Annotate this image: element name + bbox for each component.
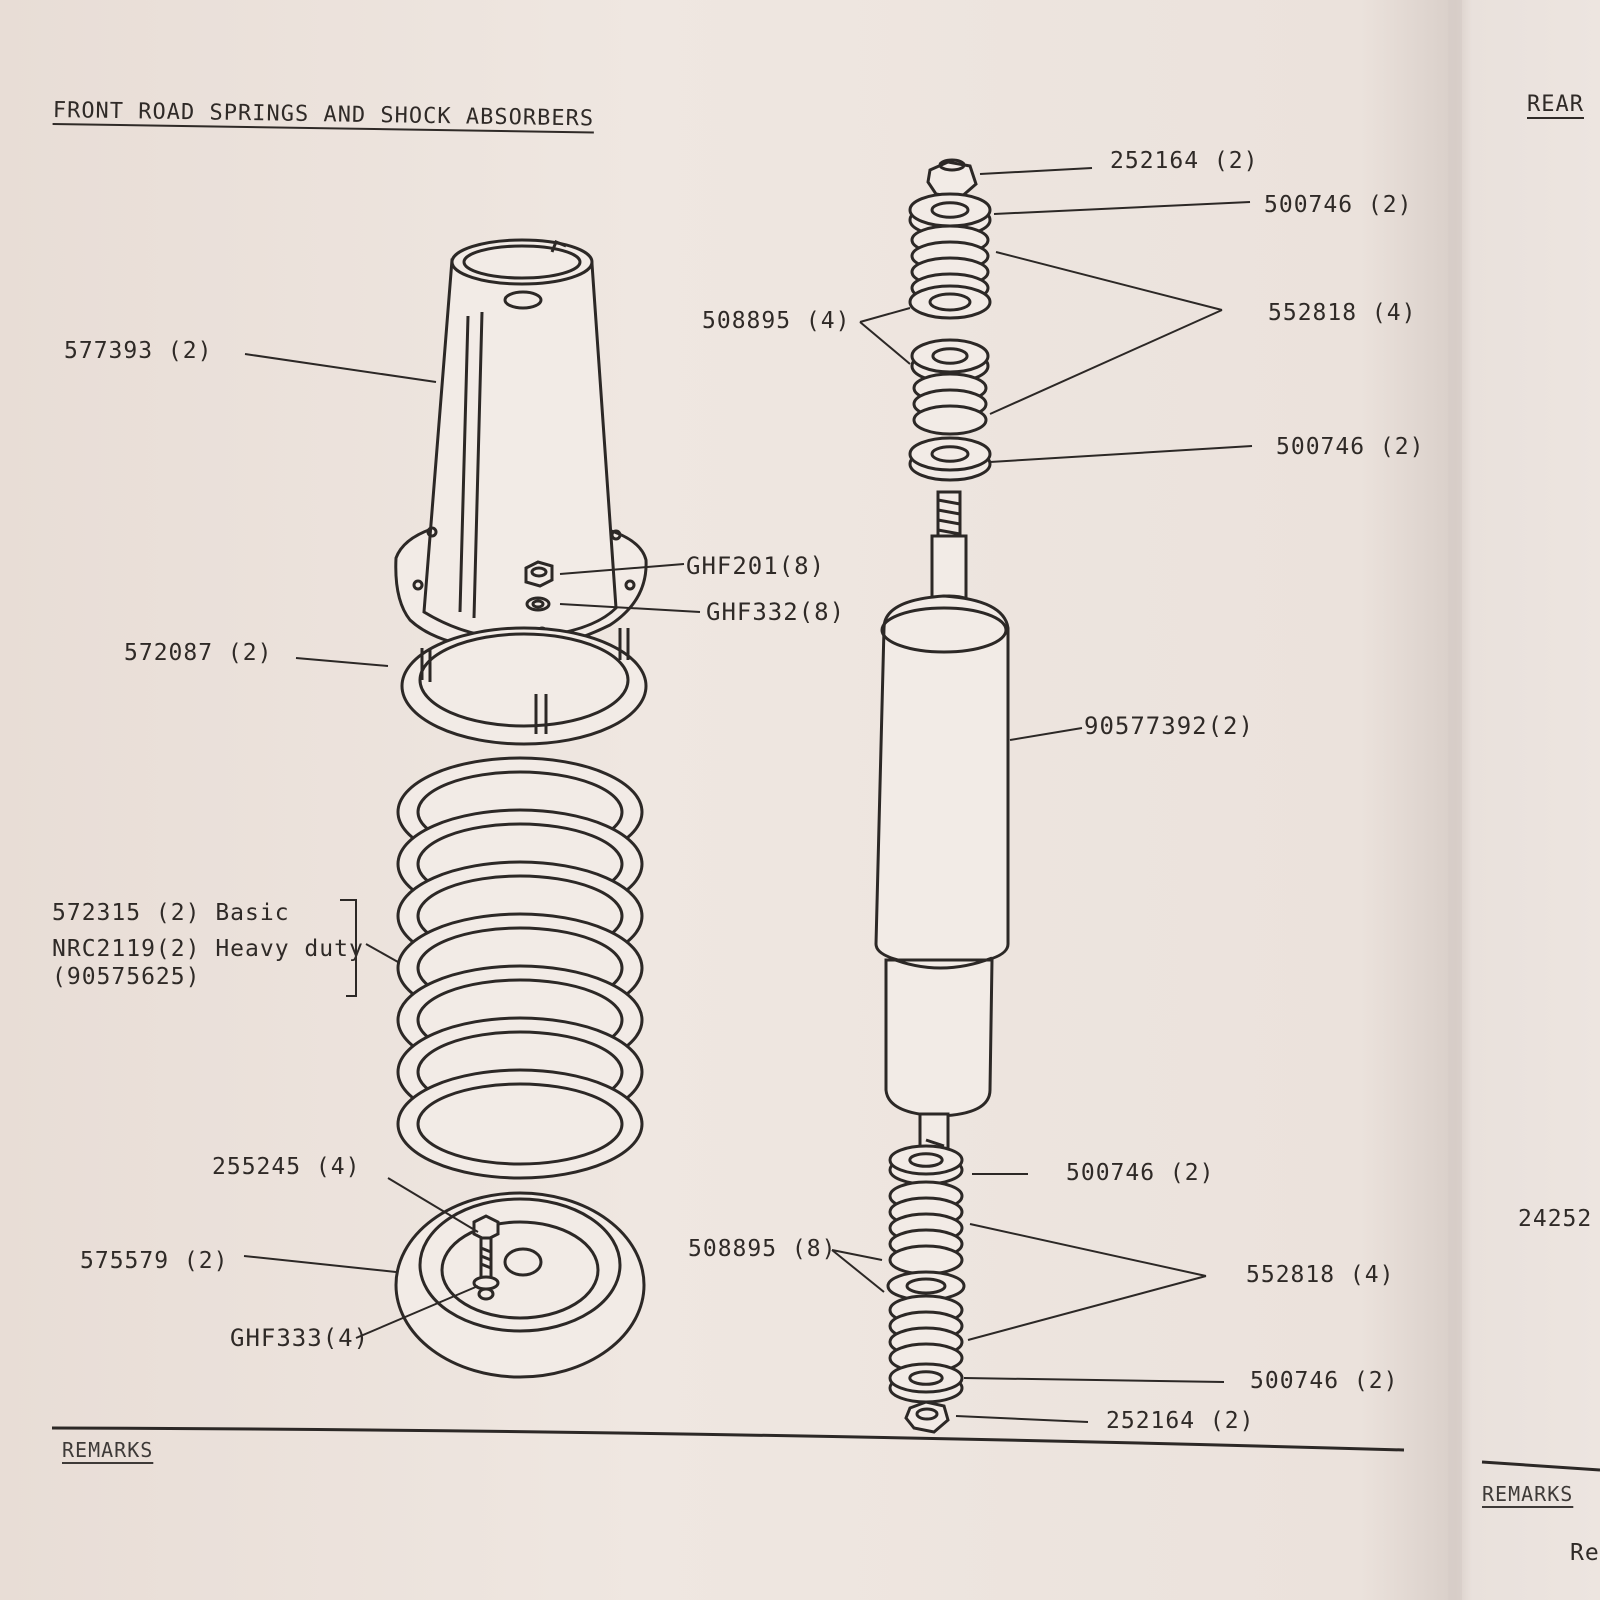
washer-ghf332	[525, 596, 551, 612]
spring-coil	[396, 1068, 644, 1180]
plain-washer	[908, 284, 992, 320]
label-500746-bottom-1: 500746 (2)	[1066, 1160, 1215, 1186]
label-500746-bottom-2: 500746 (2)	[1250, 1368, 1399, 1394]
cup-washer-hole	[930, 445, 970, 463]
page-fold	[1448, 0, 1462, 1600]
bolt-255245	[472, 1214, 500, 1282]
label-255245: 255245 (4)	[212, 1154, 361, 1180]
leader-lines	[243, 167, 1253, 1423]
label-552818-bottom: 552818 (4)	[1246, 1262, 1395, 1288]
nut-ghf201	[524, 560, 554, 588]
label-575579: 575579 (2)	[80, 1248, 229, 1274]
top-nut-252164	[926, 158, 978, 200]
label-90577392: 90577392(2)	[1084, 712, 1254, 740]
label-508895-top: 508895 (4)	[702, 308, 851, 334]
top-bush-stack	[908, 192, 992, 482]
label-552818-top: 552818 (4)	[1268, 300, 1417, 326]
label-ghf201: GHF201(8)	[686, 552, 826, 580]
spring-coil-inner	[416, 1082, 624, 1166]
gasket-part	[400, 626, 648, 746]
label-508895-bottom: 508895 (8)	[688, 1236, 837, 1262]
next-page-rule	[1481, 1460, 1600, 1472]
label-500746-top-2: 500746 (2)	[1276, 434, 1425, 460]
label-252164-top: 252164 (2)	[1110, 148, 1259, 174]
label-252164-bottom: 252164 (2)	[1106, 1408, 1255, 1434]
label-572315: 572315 (2) Basic	[52, 900, 290, 926]
plain-washer-hole	[928, 292, 972, 312]
cup-washer-hole	[908, 1370, 944, 1386]
label-90575625: (90575625)	[52, 964, 201, 990]
cup-washer-hole	[908, 1152, 944, 1168]
cup-washer-hole	[930, 201, 970, 219]
label-572087: 572087 (2)	[124, 640, 273, 666]
cup-washer-top	[888, 1362, 964, 1394]
damper-body	[874, 594, 1010, 1160]
next-page-remarks-heading: REMARKS	[1482, 1482, 1574, 1506]
next-page-number-fragment: 24252	[1518, 1206, 1593, 1232]
cup-washer-top	[908, 436, 992, 472]
label-500746-top-1: 500746 (2)	[1264, 192, 1413, 218]
label-nrc2119: NRC2119(2) Heavy duty	[52, 936, 364, 962]
plain-washer-hole	[905, 1277, 947, 1295]
cup-washer-top	[908, 192, 992, 228]
cup-washer-top	[910, 338, 990, 374]
cup-washer-hole	[931, 347, 969, 365]
bottom-bush-stack	[886, 1144, 966, 1404]
bottom-nut-252164	[904, 1400, 950, 1434]
turret-part	[394, 238, 648, 652]
next-page-title-fragment: REAR	[1527, 92, 1584, 117]
label-577393: 577393 (2)	[64, 338, 213, 364]
coil-spring-part	[396, 756, 644, 1180]
label-ghf332: GHF332(8)	[706, 598, 846, 626]
next-page-text-fragment: Re	[1570, 1540, 1600, 1566]
spring-seat-part	[394, 1191, 646, 1379]
remarks-heading: REMARKS	[62, 1438, 154, 1462]
bottom-rule	[51, 1426, 1405, 1452]
rubber-bush-ring	[888, 1244, 964, 1276]
label-ghf333: GHF333(4)	[230, 1324, 370, 1352]
washer-ghf333	[472, 1275, 500, 1301]
rubber-bush-ring	[912, 404, 988, 436]
cup-washer-top	[888, 1144, 964, 1176]
